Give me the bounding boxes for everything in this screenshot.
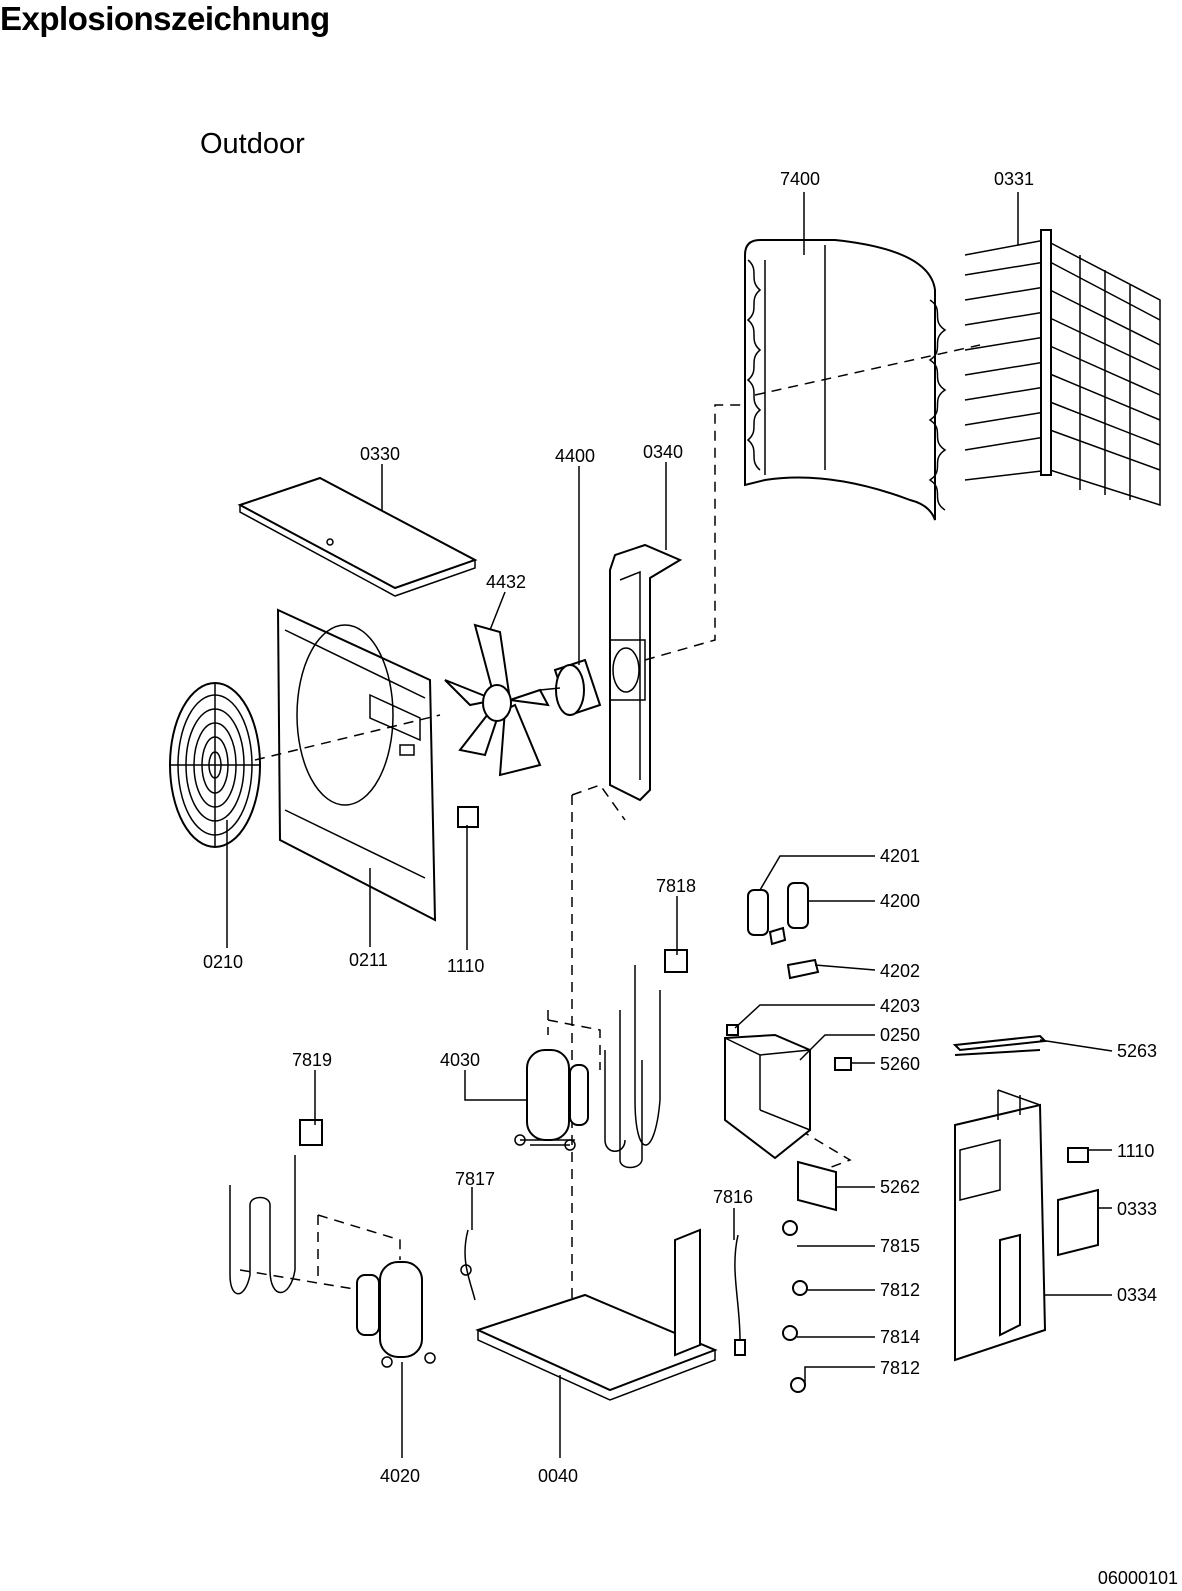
terminal-block-left	[457, 806, 479, 828]
callout-0040: 0040	[538, 1466, 578, 1486]
top-cover	[237, 476, 478, 597]
callout-7815: 7815	[880, 1236, 920, 1256]
document-number: 06000101	[1097, 1568, 1178, 1588]
tube-assembly-upper	[604, 949, 688, 1169]
callout-0333: 0333	[1117, 1199, 1157, 1219]
callout-4432: 4432	[486, 572, 526, 592]
callout-7400: 7400	[780, 169, 820, 189]
leader-lines	[226, 192, 1113, 1458]
callout-4200: 4200	[880, 891, 920, 911]
callout-4202: 4202	[880, 961, 920, 981]
callout-0331: 0331	[994, 169, 1034, 189]
callout-7816: 7816	[713, 1187, 753, 1207]
valves	[460, 1049, 1041, 1393]
electrical-box	[724, 1033, 852, 1212]
section-title: Outdoor	[200, 128, 305, 160]
callout-7812-lower: 7812	[880, 1358, 920, 1378]
callout-4201: 4201	[880, 846, 920, 866]
heat-exchanger-coil	[744, 239, 947, 521]
capacitors	[726, 882, 820, 1036]
callout-0340: 0340	[643, 442, 683, 462]
rear-grille	[964, 229, 1161, 507]
compressor-upper	[514, 1049, 589, 1151]
page-title: Explosionszeichnung	[0, 0, 330, 37]
fan-blade	[444, 623, 550, 777]
assembly-lines	[239, 344, 981, 1310]
callout-7818: 7818	[656, 876, 696, 896]
callout-4030: 4030	[440, 1050, 480, 1070]
callout-7817: 7817	[455, 1169, 495, 1189]
callout-0210: 0210	[203, 952, 243, 972]
fan-guard	[169, 682, 261, 848]
front-panel	[276, 608, 437, 922]
callout-5260: 5260	[880, 1054, 920, 1074]
motor-bracket	[609, 543, 683, 802]
callout-4020: 4020	[380, 1466, 420, 1486]
callout-0211: 0211	[349, 950, 388, 970]
callout-0334: 0334	[1117, 1285, 1157, 1305]
callout-4400: 4400	[555, 446, 595, 466]
callout-1110-right: 1110	[1117, 1141, 1154, 1161]
callout-0250: 0250	[880, 1025, 920, 1045]
side-panel	[952, 1034, 1099, 1362]
callout-1110-top: 1110	[447, 956, 484, 976]
callout-labels: 7400 0331 0330 4400 0340 4432 0210 0211 …	[203, 169, 1157, 1486]
base-pan	[475, 1228, 718, 1401]
callout-4203: 4203	[880, 996, 920, 1016]
tube-assembly-lower	[229, 1119, 323, 1295]
callout-7814: 7814	[880, 1327, 920, 1347]
callout-5262: 5262	[880, 1177, 920, 1197]
callout-0330: 0330	[360, 444, 400, 464]
callout-7819: 7819	[292, 1050, 332, 1070]
callout-5263: 5263	[1117, 1041, 1157, 1061]
fan-motor	[539, 658, 602, 717]
compressor-lower	[356, 1261, 436, 1368]
callout-7812-upper: 7812	[880, 1280, 920, 1300]
